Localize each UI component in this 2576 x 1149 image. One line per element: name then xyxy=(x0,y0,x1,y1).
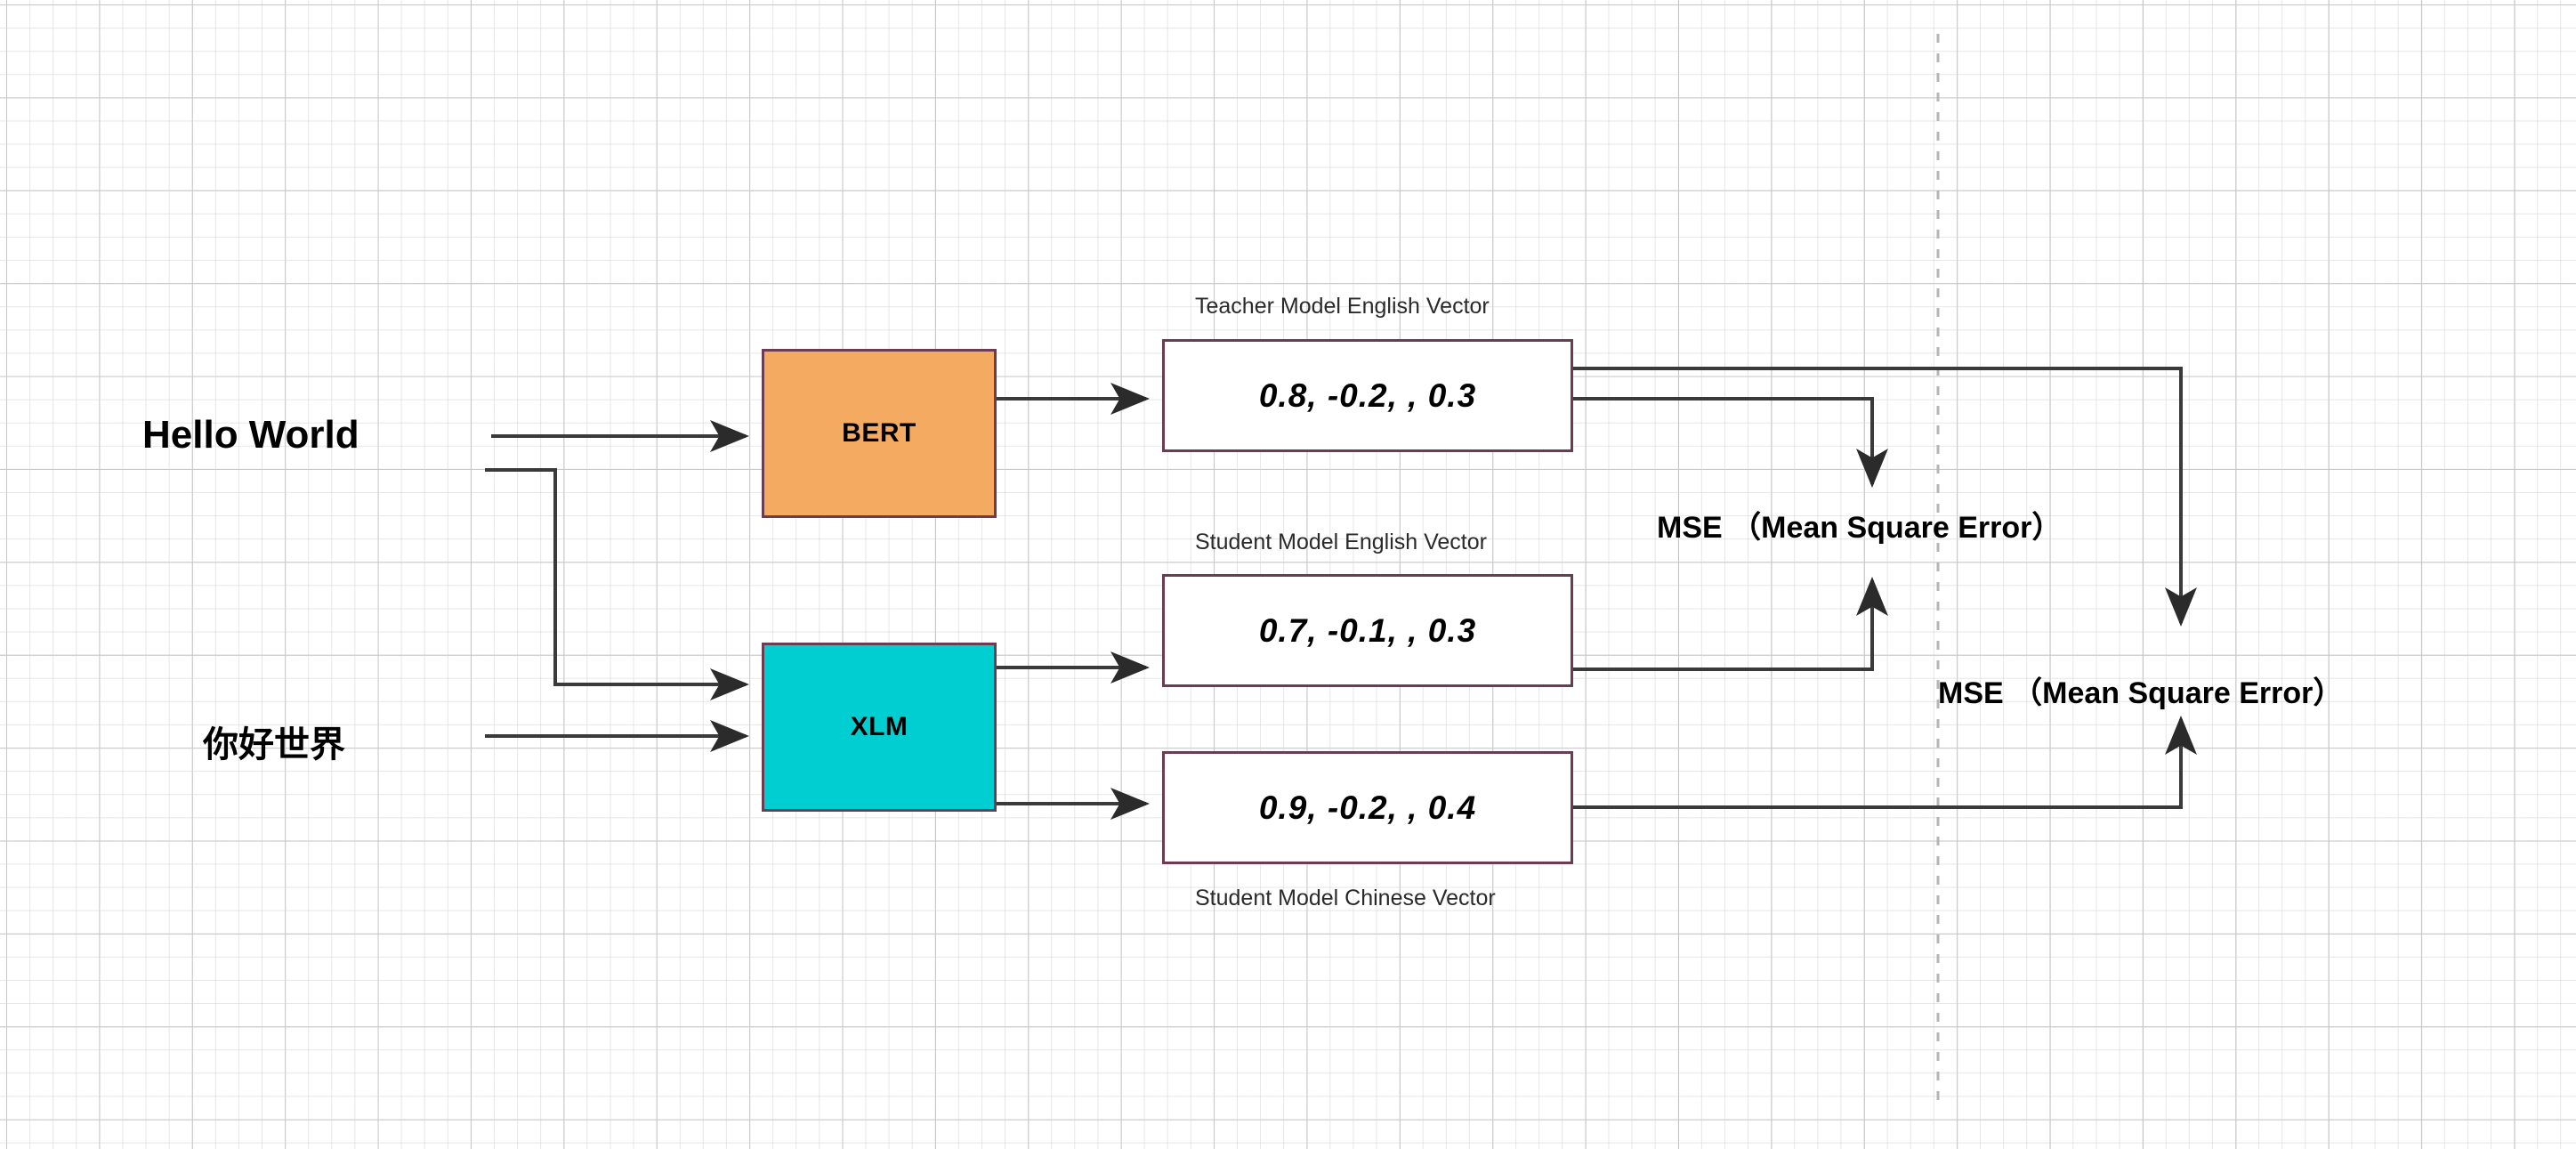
node-student-english-vector[interactable]: 0.7, -0.1, , 0.3 xyxy=(1162,574,1573,687)
input-label-chinese: 你好世界 xyxy=(203,725,345,765)
edge-hello-to-xlm xyxy=(485,468,749,700)
node-student-chinese-vector[interactable]: 0.9, -0.2, , 0.4 xyxy=(1162,751,1573,864)
student-chinese-vector-value: 0.9, -0.2, , 0.4 xyxy=(1258,789,1477,826)
node-bert-label: BERT xyxy=(842,418,917,448)
caption-student-chinese-vector: Student Model Chinese Vector xyxy=(1195,886,1496,910)
caption-student-english-vector: Student Model English Vector xyxy=(1195,530,1487,554)
edge-student-chinese-vector-to-mse-chinese xyxy=(1572,716,2197,809)
student-english-vector-value: 0.7, -0.1, , 0.3 xyxy=(1258,611,1477,649)
teacher-english-vector-value: 0.8, -0.2, , 0.3 xyxy=(1258,376,1477,414)
node-bert[interactable]: BERT xyxy=(762,349,997,518)
node-teacher-english-vector[interactable]: 0.8, -0.2, , 0.3 xyxy=(1162,339,1573,452)
node-xlm[interactable]: XLM xyxy=(762,643,997,812)
label-mse-chinese: MSE （Mean Square Error） xyxy=(1938,676,2344,710)
edge-teacher-vector-to-mse-chinese xyxy=(1572,367,2197,627)
input-label-hello-world: Hello World xyxy=(142,413,359,457)
label-mse-english: MSE （Mean Square Error） xyxy=(1657,511,2063,545)
edge-student-english-vector-to-mse-english xyxy=(1572,577,1888,671)
caption-teacher-english-vector: Teacher Model English Vector xyxy=(1195,294,1490,319)
node-xlm-label: XLM xyxy=(850,712,908,741)
edge-teacher-vector-to-mse-english xyxy=(1572,397,1888,488)
